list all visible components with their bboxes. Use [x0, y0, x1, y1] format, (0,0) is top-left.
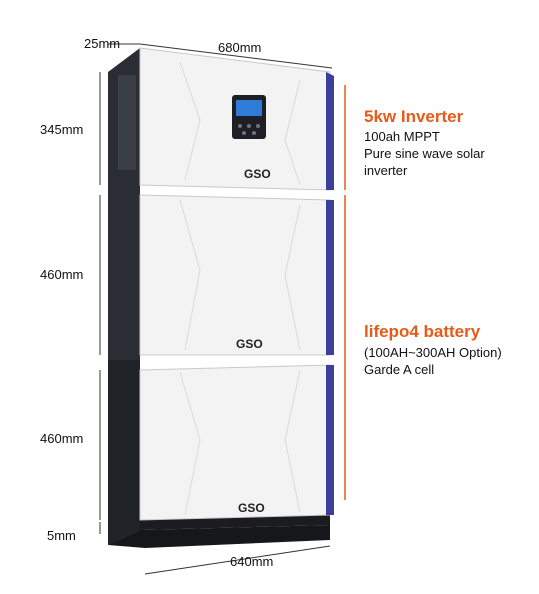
height-inverter-label: 345mm — [40, 122, 84, 137]
gap-bottom-label: 5mm — [47, 528, 76, 543]
battery-description: (100AH~300AH Option) Garde A cell — [364, 344, 502, 378]
inverter-description: 100ah MPPT Pure sine wave solar inverter — [364, 128, 485, 179]
width-bottom-label: 640mm — [230, 554, 274, 569]
brand-logo-battery-1: GSO — [236, 337, 263, 351]
width-top-label: 680mm — [218, 40, 262, 55]
battery-unit-2 — [139, 364, 334, 521]
depth-top-label: 25mm — [84, 36, 121, 51]
width-bottom-dimension-line — [144, 545, 331, 575]
inverter-line-2: Pure sine wave solar — [364, 146, 485, 161]
inverter-heading: 5kw Inverter — [364, 107, 464, 126]
brand-logo-inverter: GSO — [244, 167, 271, 181]
battery-unit-1 — [139, 194, 334, 356]
width-top-dimension-line — [139, 43, 333, 69]
brand-logo-battery-2: GSO — [238, 501, 265, 515]
height-battery-1-label: 460mm — [40, 267, 84, 282]
battery-line-1: (100AH~300AH Option) — [364, 345, 502, 360]
battery-line-2: Garde A cell — [364, 362, 435, 377]
inverter-unit — [118, 47, 334, 191]
height-battery-2-label: 460mm — [40, 431, 84, 446]
inverter-line-3: inverter — [364, 163, 408, 178]
battery-heading: lifepo4 battery — [364, 322, 481, 341]
inverter-line-1: 100ah MPPT — [364, 129, 440, 144]
